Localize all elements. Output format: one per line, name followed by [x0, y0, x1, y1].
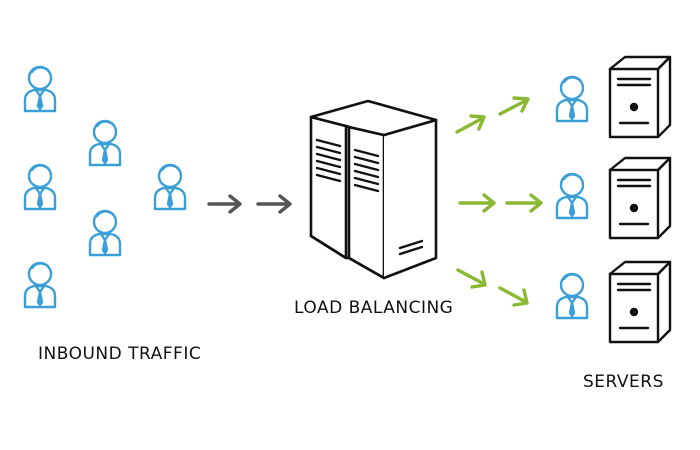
inbound-arrows [207, 194, 292, 214]
server-icon [608, 260, 672, 344]
user-icon [555, 75, 589, 123]
servers-label: SERVERS [583, 372, 664, 392]
inbound-traffic-label: INBOUND TRAFFIC [38, 344, 202, 364]
user-icon [23, 163, 57, 211]
server-icon [608, 156, 672, 240]
arrow-icon [456, 268, 487, 289]
arrow-icon [256, 194, 292, 214]
arrow-icon [498, 96, 530, 116]
user-icon [555, 272, 589, 320]
user-icon [23, 65, 57, 113]
arrow-icon [505, 193, 543, 213]
server-row [555, 55, 672, 139]
inbound-users [23, 65, 187, 309]
server-row [555, 260, 672, 344]
arrow-icon [207, 194, 242, 214]
arrow-icon [455, 114, 486, 134]
load-balancer-icon [309, 99, 438, 280]
user-icon [555, 172, 589, 220]
user-icon [88, 209, 122, 257]
server-row [555, 156, 672, 240]
user-icon [88, 119, 122, 167]
load-balancing-label: LOAD BALANCING [294, 298, 454, 318]
server-icon [608, 55, 672, 139]
user-icon [23, 261, 57, 309]
outbound-arrows [455, 96, 543, 307]
arrow-icon [458, 193, 496, 213]
arrow-icon [498, 286, 529, 307]
user-icon [153, 163, 187, 211]
